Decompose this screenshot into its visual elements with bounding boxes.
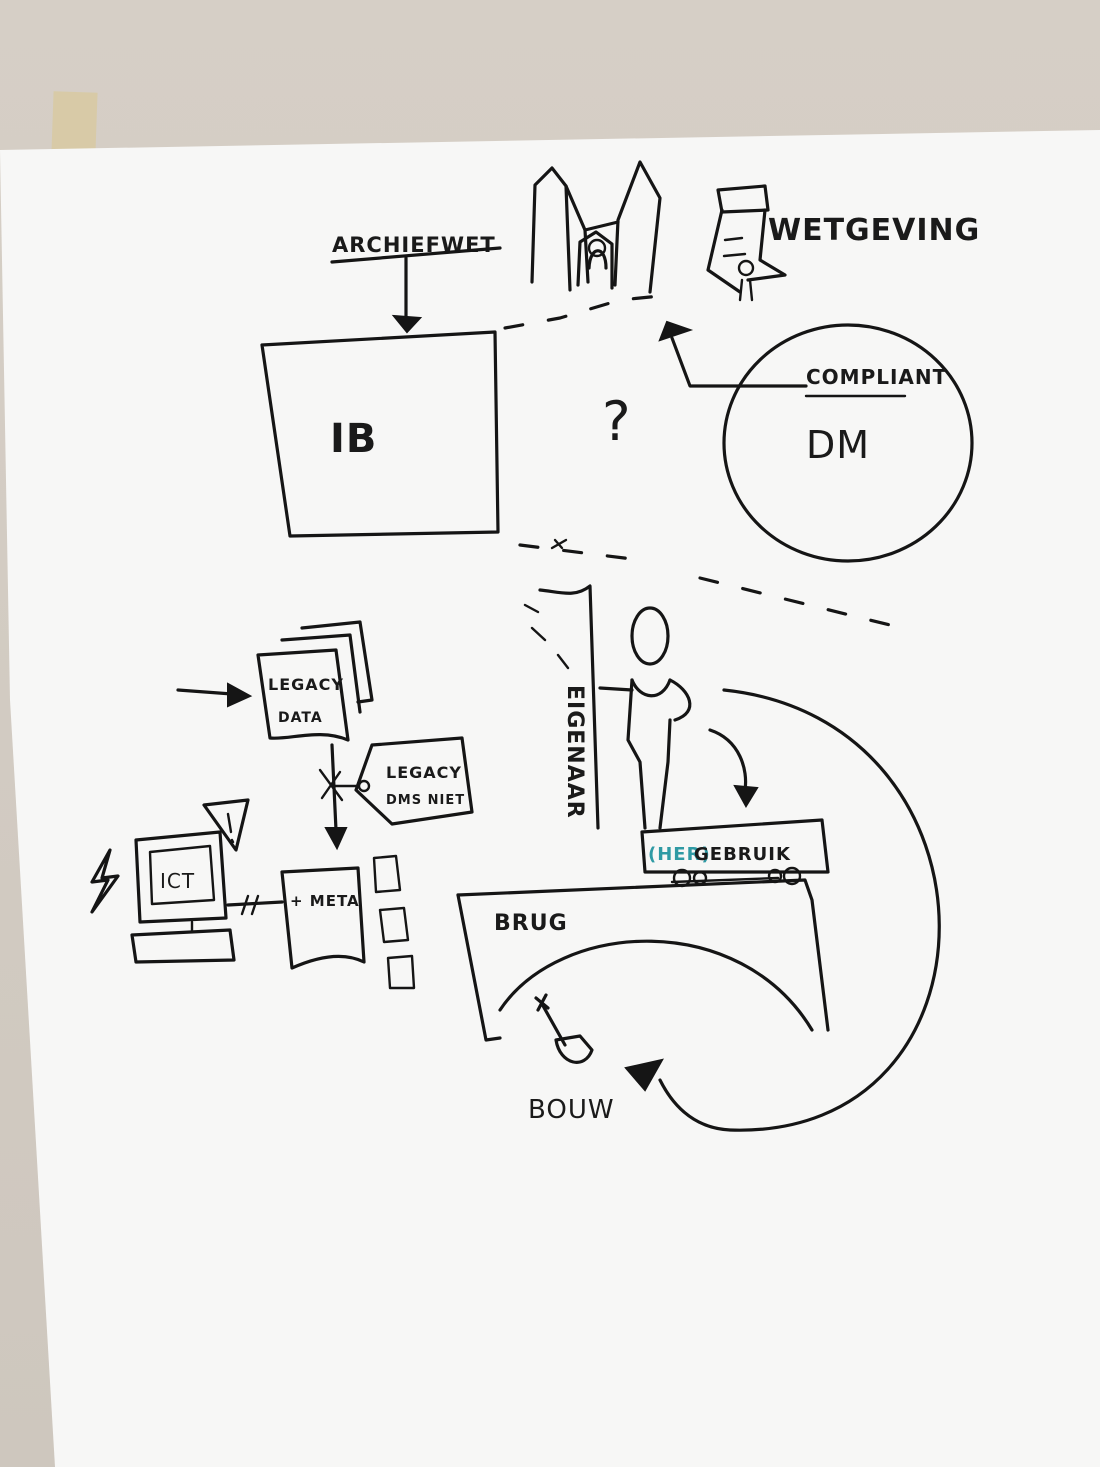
law-scroll-icon — [706, 184, 787, 302]
curved-arrow-down — [708, 728, 759, 808]
label-legacy-dms-2: DMS NIET — [386, 793, 465, 808]
legacy-data-stack — [256, 620, 374, 742]
legacy-in-arrow — [176, 682, 253, 708]
label-archiefwet: ARCHIEFWET — [332, 233, 496, 257]
meta-document — [280, 866, 366, 970]
label-brug: BRUG — [494, 911, 568, 936]
label-bouw: BOUW — [528, 1095, 615, 1125]
label-meta: + META — [290, 892, 360, 910]
label-gebruik: GEBRUIK — [694, 844, 791, 865]
plus-mark — [550, 538, 568, 550]
parliament-towers-icon — [503, 160, 662, 330]
label-legacy-data-1: LEGACY — [268, 675, 344, 694]
label-eigenaar: EIGENAAR — [562, 685, 587, 819]
shovel-icon — [534, 993, 594, 1064]
label-ib: IB — [330, 416, 377, 462]
label-question: ? — [602, 390, 632, 453]
broken-link — [226, 894, 284, 916]
paper-sheet — [0, 130, 1100, 1467]
archiefwet-arrow — [330, 246, 502, 334]
ib-box — [260, 330, 500, 538]
compliant-arrow — [658, 320, 808, 388]
dm-circle — [722, 323, 974, 563]
label-ict: ICT — [160, 869, 195, 893]
computer-icon — [130, 830, 236, 964]
label-wetgeving: WETGEVING — [768, 213, 980, 248]
label-compliant: COMPLIANT — [806, 365, 947, 389]
person-icon — [598, 606, 692, 830]
label-legacy-dms-1: LEGACY — [386, 763, 462, 782]
loop-arrow — [624, 688, 941, 1132]
small-files — [372, 854, 416, 990]
lightning-icon — [90, 848, 120, 914]
down-arrow-meta — [318, 743, 348, 851]
label-dm: DM — [806, 423, 870, 467]
label-her: (HER) — [648, 844, 711, 865]
label-legacy-data-2: DATA — [278, 710, 323, 726]
dashed-boundary — [518, 543, 892, 627]
warning-triangle-icon — [202, 798, 250, 852]
bridge-shape — [456, 878, 830, 1042]
legacy-dms-box — [333, 736, 474, 826]
eigenaar-wall — [523, 584, 600, 830]
